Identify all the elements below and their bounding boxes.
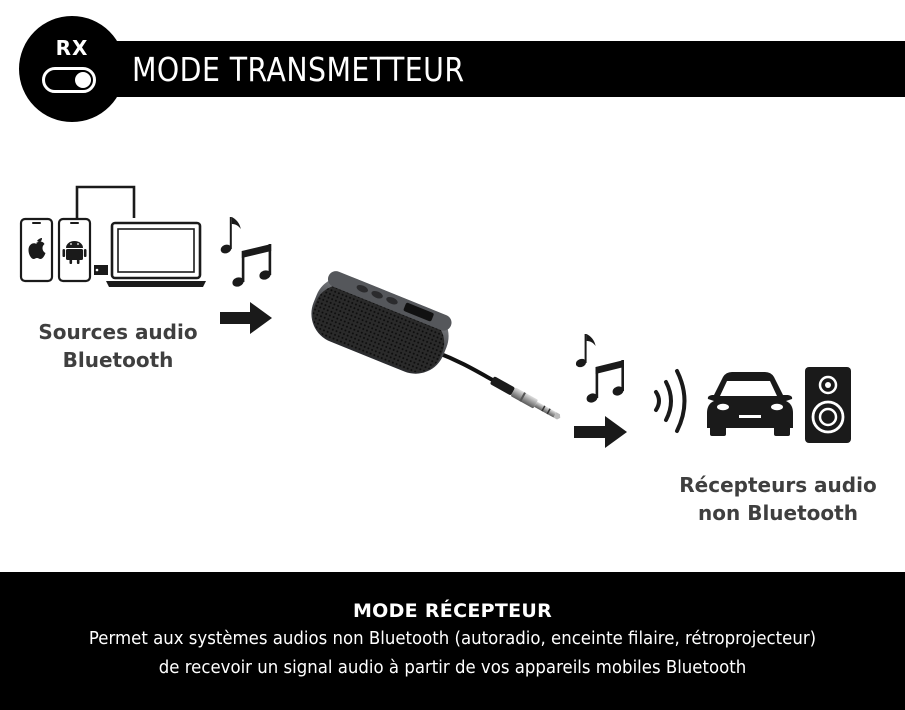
receiver-device [311, 271, 561, 420]
speaker-icon [805, 367, 851, 443]
sources-caption: Sources audio Bluetooth [8, 318, 228, 374]
car-icon [707, 372, 793, 436]
sources-caption-line1: Sources audio [38, 320, 198, 344]
sources-caption-line2: Bluetooth [62, 348, 174, 372]
mode-badge: RX [19, 16, 125, 122]
music-notes-icon [575, 334, 624, 403]
toggle-icon [42, 67, 96, 93]
page-title: MODE TRANSMETTEUR [132, 50, 465, 89]
receivers-caption: Récepteurs audio non Bluetooth [660, 471, 896, 527]
transmitter-diagram [19, 185, 851, 448]
signal-waves-icon [654, 369, 687, 433]
tablet-icon [75, 185, 136, 275]
toggle-knob [75, 72, 91, 88]
android-phone-icon [57, 217, 92, 283]
arrow-right-icon [574, 416, 627, 448]
footer-panel: MODE RÉCEPTEUR Permet aux systèmes audio… [0, 572, 905, 710]
arrow-right-icon [220, 302, 272, 334]
receivers-caption-line2: non Bluetooth [698, 501, 858, 525]
receivers-caption-line1: Récepteurs audio [679, 473, 877, 497]
footer-description-line2: de recevoir un signal audio à partir de … [158, 657, 747, 678]
header-bar [60, 41, 905, 97]
music-notes-icon [220, 217, 272, 287]
footer-description-line1: Permet aux systèmes audios non Bluetooth… [88, 628, 817, 649]
laptop-icon [106, 221, 206, 287]
apple-phone-icon [19, 217, 54, 283]
mode-badge-label: RX [55, 36, 89, 60]
footer-title: MODE RÉCEPTEUR [352, 600, 553, 622]
